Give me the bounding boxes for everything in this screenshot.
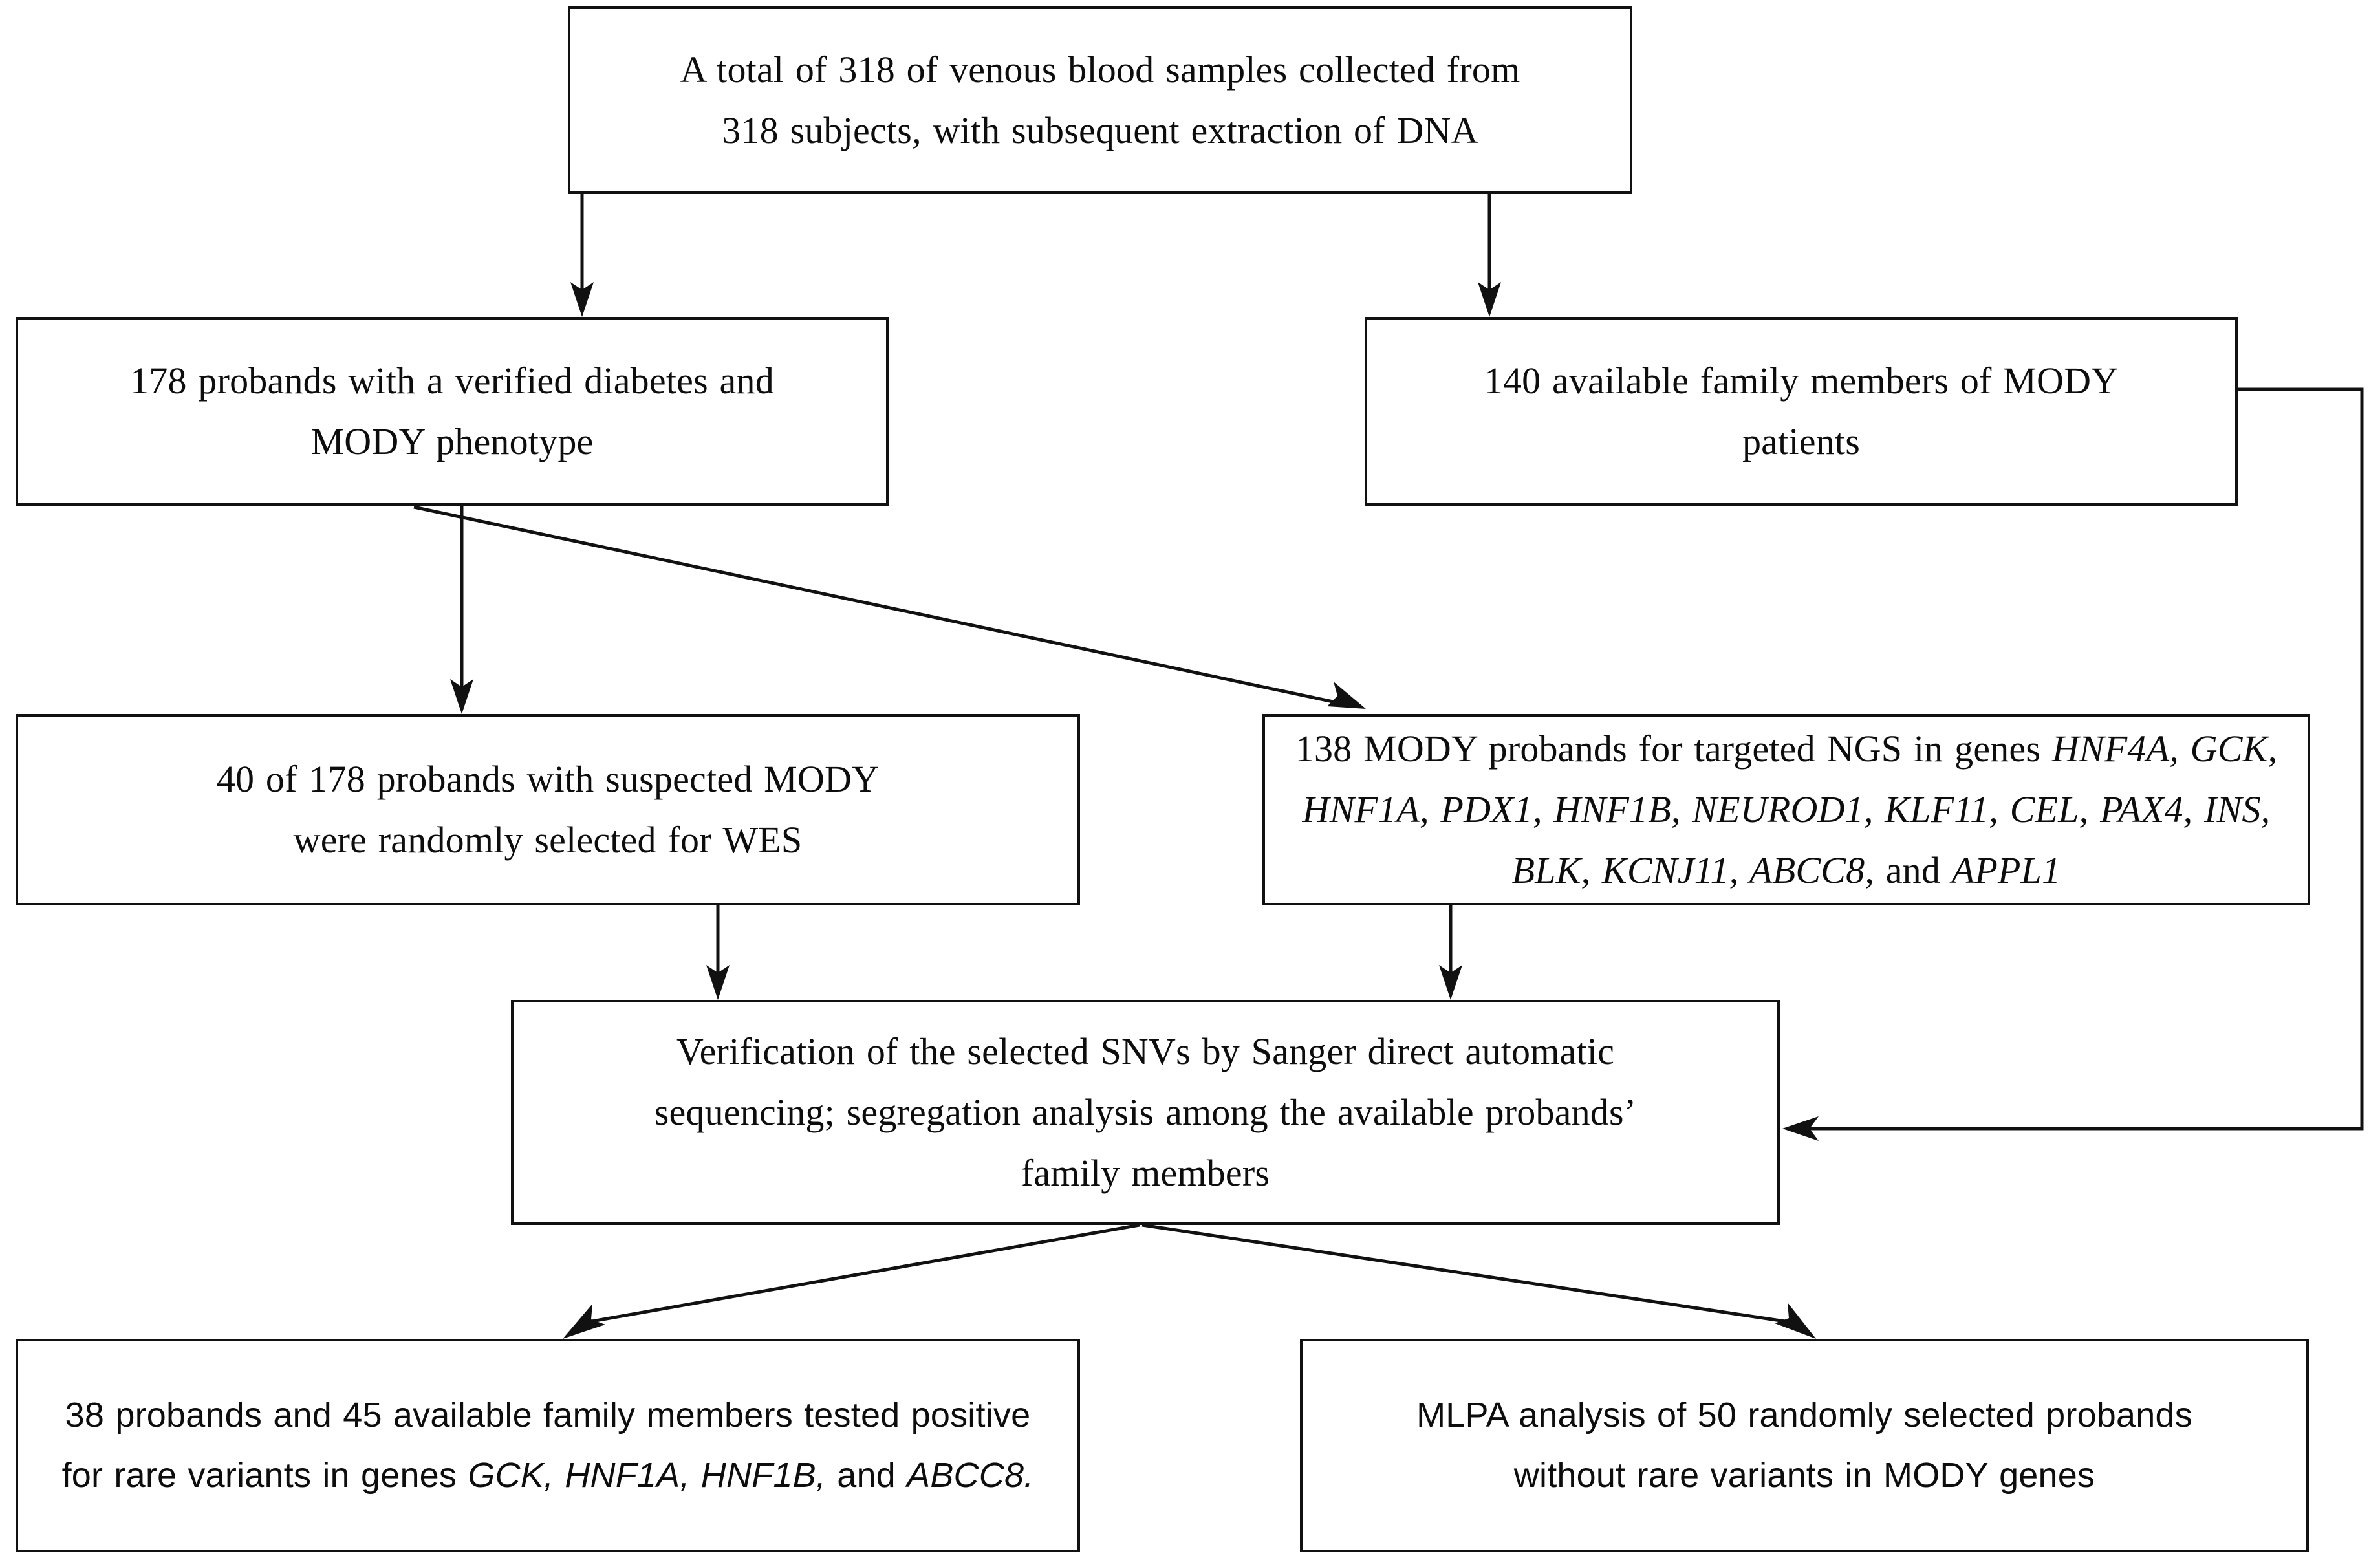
node-positive-results-text: 38 probands and 45 available family memb…	[61, 1396, 1034, 1495]
node-sanger-verification-text: Verification of the selected SNVs by San…	[654, 1030, 1637, 1194]
node-total-samples-text: A total of 318 of venous blood samples c…	[680, 49, 1520, 151]
edge-verification-to-mlpa	[1141, 1223, 1816, 1339]
edge-total-to-family	[1478, 194, 1501, 317]
gene-abcc8-italic: ABCC8.	[907, 1456, 1034, 1495]
gene-list-italic: GCK, HNF1A, HNF1B,	[468, 1456, 827, 1495]
edge-ngs-to-verification	[1439, 905, 1462, 1000]
edge-wes-to-verification	[706, 905, 730, 1000]
edge-verification-to-positive	[563, 1223, 1140, 1339]
node-probands: 178 probands with a verified diabetes an…	[16, 317, 889, 506]
gene-appl1-italic: APPL1	[1951, 849, 2061, 891]
node-probands-text: 178 probands with a verified diabetes an…	[130, 360, 774, 462]
edge-probands-to-wes	[450, 506, 473, 714]
edge-total-to-probands	[570, 194, 594, 317]
node-positive-results: 38 probands and 45 available family memb…	[16, 1339, 1080, 1552]
node-mlpa-analysis: MLPA analysis of 50 randomly selected pr…	[1300, 1339, 2309, 1552]
node-targeted-ngs: 138 MODY probands for targeted NGS in ge…	[1262, 714, 2310, 905]
node-sanger-verification: Verification of the selected SNVs by San…	[511, 1000, 1780, 1225]
node-total-samples: A total of 318 of venous blood samples c…	[568, 6, 1632, 194]
node-mlpa-analysis-text: MLPA analysis of 50 randomly selected pr…	[1416, 1396, 2192, 1495]
node-targeted-ngs-text: 138 MODY probands for targeted NGS in ge…	[1295, 728, 2278, 891]
edge-probands-to-ngs	[413, 505, 1366, 709]
